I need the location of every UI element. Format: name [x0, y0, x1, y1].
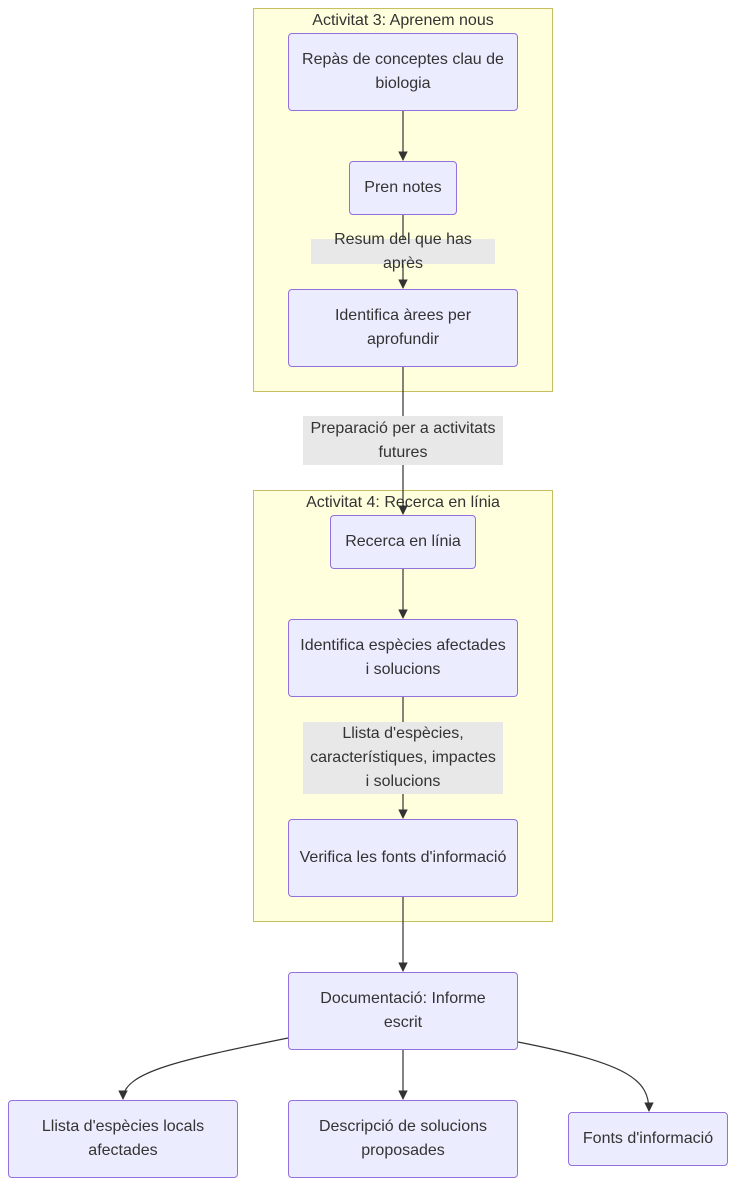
node-documentation[interactable]: Documentació: Informe escrit: [288, 972, 518, 1050]
node-info-sources[interactable]: Fonts d'informació: [568, 1112, 728, 1166]
edge-label-preparation: Preparació per a activitats futures: [303, 416, 503, 465]
edge-documentation-to-local-species: [118, 1037, 289, 1100]
node-review-concepts[interactable]: Repàs de conceptes clau de biologia: [288, 33, 518, 111]
edge-label-summary: Resum del que has après: [311, 231, 495, 272]
node-online-research[interactable]: Recerca en línia: [330, 515, 476, 569]
node-identify-species[interactable]: Identifica espècies afectades i solucion…: [288, 619, 518, 697]
node-take-notes[interactable]: Pren notes: [349, 161, 457, 215]
edge-documentation-to-info-sources: [517, 1041, 654, 1112]
node-list-local-species[interactable]: Llista d'espècies locals afectades: [8, 1100, 238, 1178]
cluster-title: Activitat 3: Aprenem nous: [312, 12, 494, 29]
node-describe-solutions[interactable]: Descripció de solucions proposades: [288, 1100, 518, 1178]
edge-label-species-list: Llista d'espècies, característiques, imp…: [303, 722, 503, 794]
node-verify-sources[interactable]: Verifica les fonts d'informació: [288, 819, 518, 897]
node-identify-areas[interactable]: Identifica àrees per aprofundir: [288, 289, 518, 367]
